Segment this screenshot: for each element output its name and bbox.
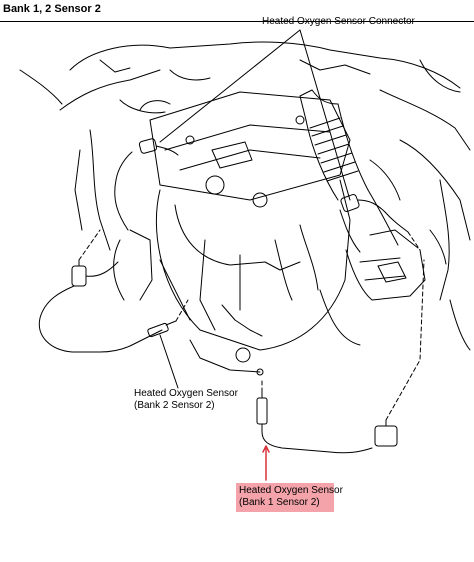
bank1-label-line1: Heated Oxygen Sensor	[239, 485, 343, 496]
bank2-sensor-harness	[38, 259, 177, 353]
air-intake-duct	[299, 89, 399, 253]
bank2-label-line2: (Bank 2 Sensor 2)	[134, 400, 215, 411]
sensor-connector-bank2	[114, 138, 179, 231]
bank1-sensor-harness	[256, 391, 398, 454]
callout-bank2-sensor: Heated Oxygen Sensor (Bank 2 Sensor 2)	[134, 388, 238, 412]
engine-compartment-outline	[19, 41, 471, 351]
callout-bank1-sensor: Heated Oxygen Sensor (Bank 1 Sensor 2)	[236, 483, 343, 512]
bank1-pointer	[262, 445, 270, 481]
cylinder-head	[139, 91, 351, 201]
exhaust-pipe	[319, 229, 426, 346]
bank2-label-line1: Heated Oxygen Sensor	[134, 388, 238, 399]
callout-connector: Heated Oxygen Sensor Connector	[262, 16, 415, 28]
connector-label: Heated Oxygen Sensor Connector	[262, 16, 415, 27]
page-title: Bank 1, 2 Sensor 2	[3, 3, 101, 15]
engine-diagram	[19, 29, 471, 481]
sensor-connector-bank1	[340, 194, 409, 233]
page-header: Bank 1, 2 Sensor 2	[0, 0, 474, 22]
callout-leaders	[159, 29, 351, 389]
bank1-label-line2: (Bank 1 Sensor 2)	[239, 497, 320, 508]
engine-block	[113, 175, 351, 376]
assembly-guide-lines	[78, 229, 425, 421]
